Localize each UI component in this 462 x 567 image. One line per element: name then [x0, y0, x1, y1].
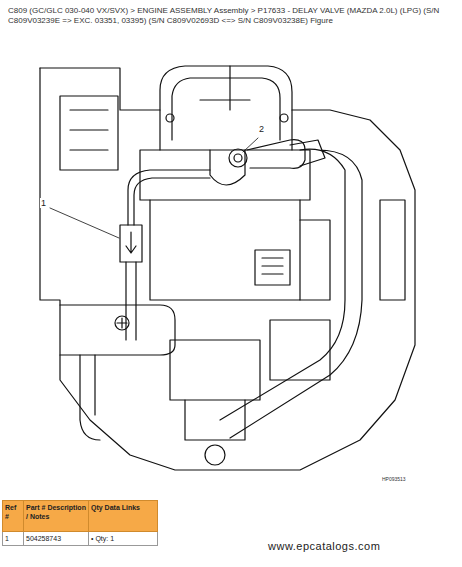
figure-code: HP093513 — [382, 476, 406, 482]
callout-number: 1 — [40, 198, 47, 208]
breadcrumb-title: C809 (GC/GLC 030-040 VX/SVX) > ENGINE AS… — [8, 6, 448, 26]
table-header: Part # Description / Notes — [26, 504, 86, 520]
table-cell: 504258743 — [26, 535, 61, 542]
table-header: Ref # — [5, 504, 16, 520]
table-cell: • Qty: 1 — [91, 535, 114, 542]
watermark: www.epcatalogs.com — [268, 540, 380, 552]
parts-table: Ref # Part # Description / Notes Qty Dat… — [2, 500, 158, 546]
table-cell: 1 — [5, 535, 9, 542]
table-header: Qty Data Links — [91, 504, 140, 511]
callout-number: 2 — [258, 124, 265, 134]
